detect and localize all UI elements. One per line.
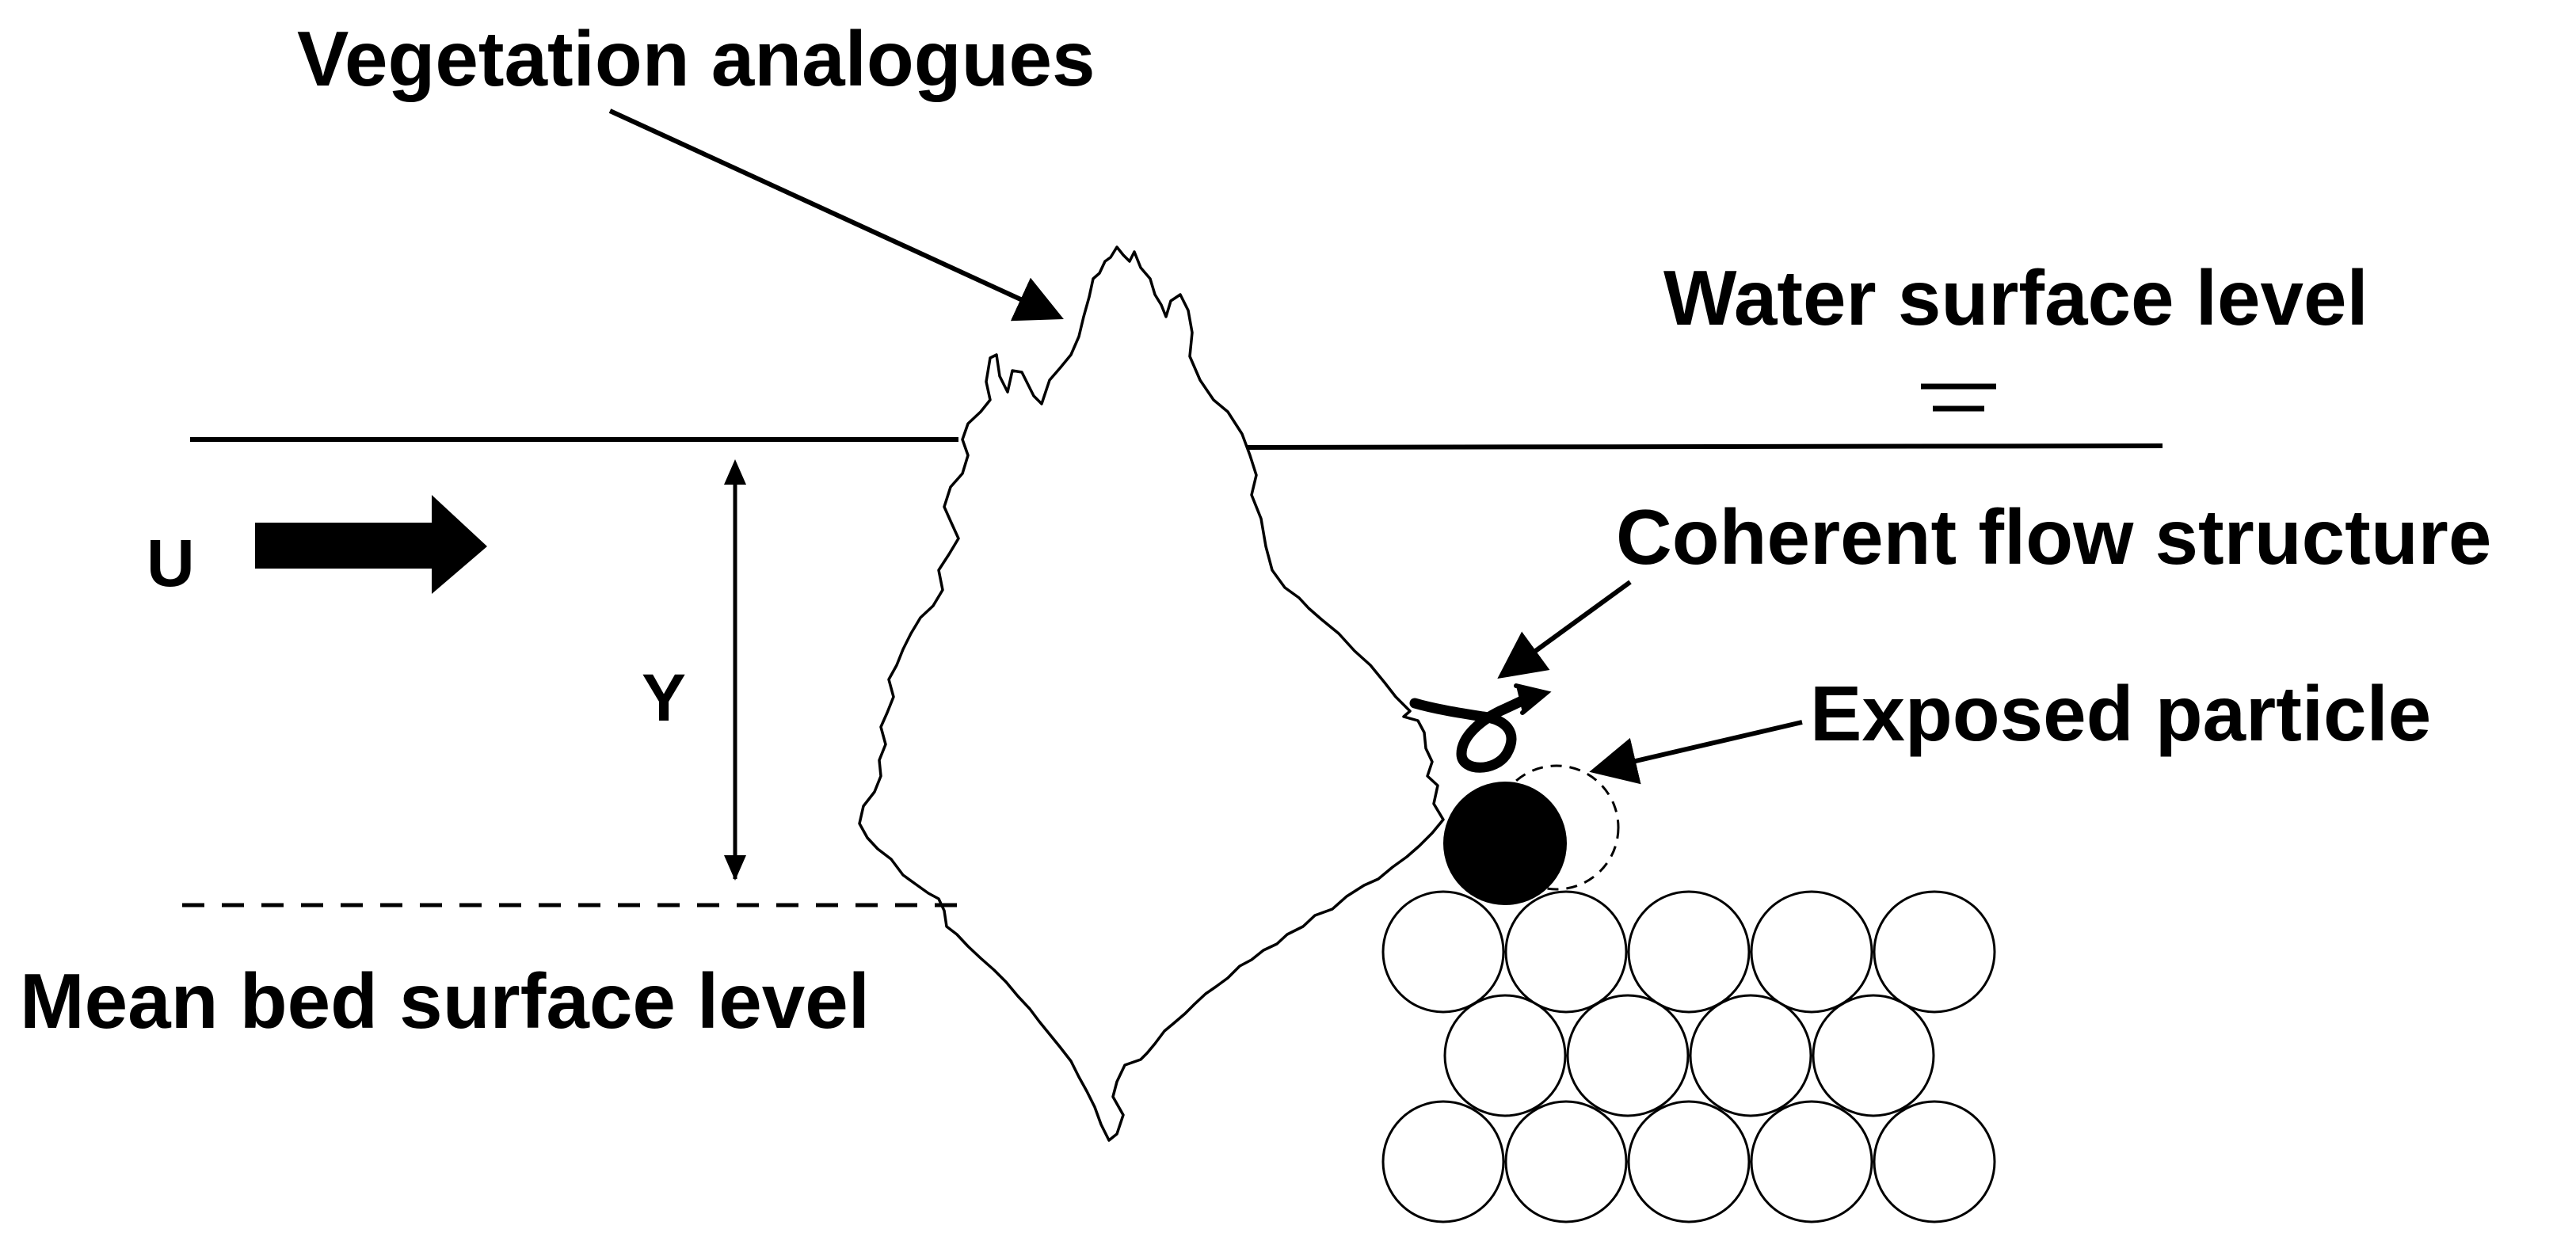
bed-particle	[1504, 890, 1628, 1014]
vegetation-analogue	[858, 245, 1445, 1142]
bed-particles	[1381, 890, 1996, 1223]
water-surface-symbol	[1921, 383, 1996, 412]
vegetation-label: Vegetation analogues	[297, 15, 1095, 102]
water-surface-label: Water surface level	[1663, 254, 2368, 341]
bed-particle	[1873, 890, 1996, 1014]
coherent-flow-pointer-arrow	[1497, 580, 1632, 679]
bed-particle	[1443, 994, 1567, 1117]
depth-arrow	[724, 459, 746, 881]
bed-particle	[1566, 994, 1690, 1117]
mean-bed-label: Mean bed surface level	[20, 957, 870, 1044]
bed-particle	[1504, 1100, 1628, 1223]
velocity-label: U	[147, 526, 195, 600]
bed-particle	[1873, 1100, 1996, 1223]
bed-particle	[1812, 994, 1935, 1117]
vegetation-pointer-arrow	[608, 108, 1064, 322]
bed-particle	[1627, 890, 1751, 1014]
exposed-particle-pointer-arrow	[1589, 720, 1803, 785]
bed-particle	[1750, 890, 1873, 1014]
exposed-particle-label: Exposed particle	[1810, 670, 2431, 757]
bed-particle	[1381, 1100, 1505, 1223]
bed-particle	[1750, 1100, 1873, 1223]
depth-label: Y	[642, 660, 686, 735]
exposed-particle	[1443, 782, 1567, 905]
bed-particle	[1627, 1100, 1751, 1223]
vortex-icon	[1409, 683, 1552, 773]
water-surface-line	[190, 437, 2163, 450]
flow-velocity-arrow	[255, 495, 487, 594]
bed-particle	[1689, 994, 1812, 1117]
bed-particle	[1381, 890, 1505, 1014]
coherent-flow-label: Coherent flow structure	[1616, 493, 2491, 580]
